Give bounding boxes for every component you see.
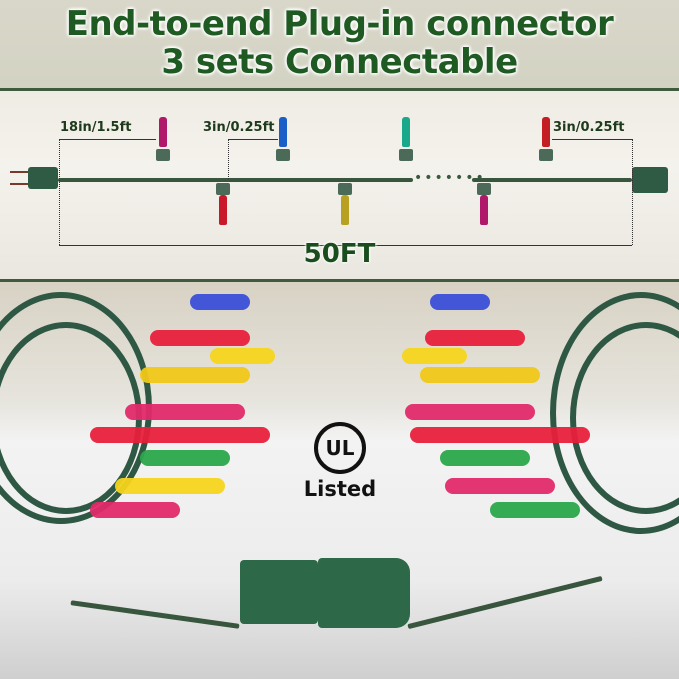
dimension-line: [228, 139, 229, 179]
headline-line-2: 3 sets Connectable: [161, 42, 518, 82]
female-receptacle-icon: [632, 167, 668, 193]
bulb-socket: [539, 149, 553, 161]
dimension-line: [632, 139, 633, 245]
bulb: [90, 502, 180, 518]
male-plug-icon: [28, 167, 58, 189]
bulb-socket: [399, 149, 413, 161]
dimension-line: [59, 139, 60, 245]
dimension-line: [59, 139, 156, 140]
bulb: [150, 330, 250, 346]
product-photo: UL Listed: [0, 282, 679, 679]
connector-wire: [70, 600, 240, 629]
bulb: [210, 348, 275, 364]
continuation-dots: •••••••: [414, 170, 486, 186]
bulb: [140, 450, 230, 466]
headline-line-1: End-to-end Plug-in connector: [65, 4, 614, 44]
spacing-label-middle: 3in/0.25ft: [203, 120, 275, 135]
bulb-socket: [216, 183, 230, 195]
light-cluster-right: [380, 282, 679, 542]
bulb: [140, 367, 250, 383]
bulb-icon: [542, 117, 550, 147]
bulb: [90, 427, 270, 443]
bulb-icon: [159, 117, 167, 147]
bulb-socket: [338, 183, 352, 195]
connector-wire: [407, 575, 603, 630]
bulb: [420, 367, 540, 383]
wire-segment: [58, 178, 413, 182]
male-connector: [240, 560, 318, 624]
bulb: [430, 294, 490, 310]
ul-logo-icon: UL: [314, 422, 366, 474]
bulb: [440, 450, 530, 466]
bulb-icon: [480, 195, 488, 225]
female-connector: [318, 558, 410, 628]
plug-prong-icon: [10, 171, 28, 173]
bulb: [490, 502, 580, 518]
bulb-icon: [402, 117, 410, 147]
bulb-socket: [276, 149, 290, 161]
length-line: [59, 245, 632, 246]
bulb-icon: [341, 195, 349, 225]
bulb: [125, 404, 245, 420]
light-cluster-left: [0, 282, 300, 542]
dimension-line: [228, 139, 278, 140]
bulb: [410, 427, 590, 443]
bulb: [190, 294, 250, 310]
bulb: [402, 348, 467, 364]
total-length-label: 50FT: [303, 239, 376, 269]
bulb: [425, 330, 525, 346]
bulb: [405, 404, 535, 420]
spacing-label-last: 3in/0.25ft: [553, 120, 625, 135]
bulb: [115, 478, 225, 494]
wire-segment: [472, 178, 632, 182]
bulb-socket: [477, 183, 491, 195]
ul-listed-label: Listed: [303, 477, 377, 501]
dimension-line: [552, 139, 632, 140]
plug-prong-icon: [10, 183, 28, 185]
bulb-icon: [219, 195, 227, 225]
spacing-label-first: 18in/1.5ft: [60, 120, 132, 135]
bulb-socket: [156, 149, 170, 161]
bulb: [445, 478, 555, 494]
bulb-icon: [279, 117, 287, 147]
spacing-diagram: ••••••• 18in/1.5ft 3in/0.25ft 3in/0.25ft…: [0, 88, 679, 282]
